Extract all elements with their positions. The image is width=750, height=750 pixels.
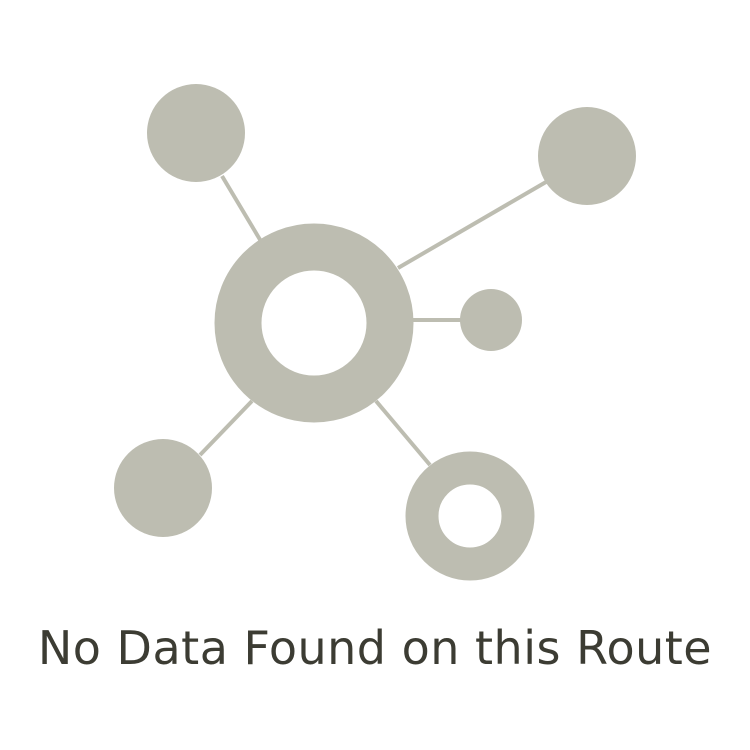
node-top-right: [538, 107, 636, 205]
empty-state-message: No Data Found on this Route: [37, 621, 713, 675]
nodes: [114, 84, 636, 537]
node-top-left: [147, 84, 245, 182]
node-bottom-left: [114, 439, 212, 537]
network-nodes-icon: [114, 84, 636, 581]
node-bottom-ring: [405, 451, 535, 581]
hub-ring: [214, 223, 414, 423]
node-connectors: [198, 174, 548, 467]
node-right-small: [460, 289, 522, 351]
